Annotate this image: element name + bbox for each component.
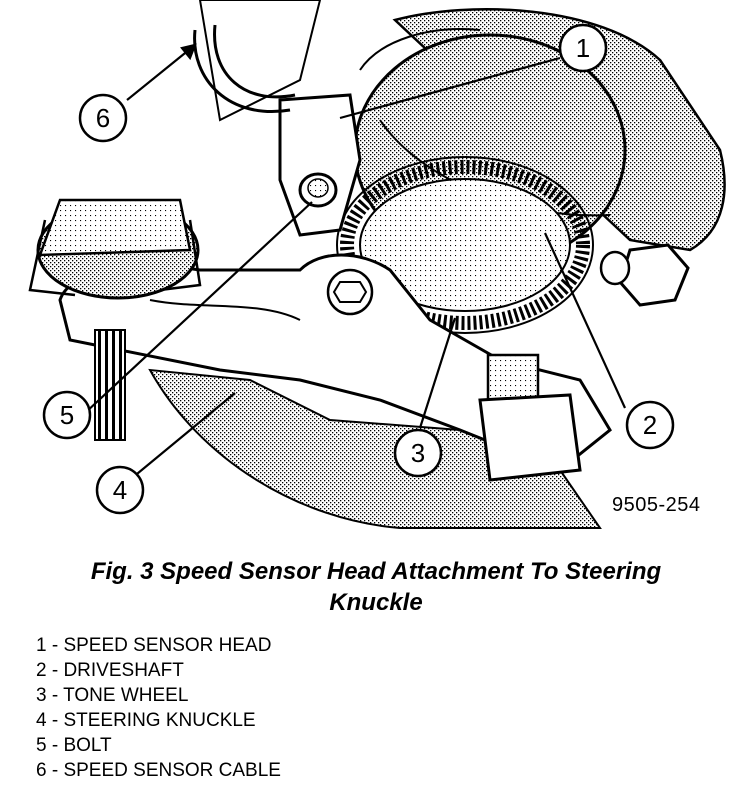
callout-6: 6 — [78, 93, 128, 143]
speed-sensor-head-drawing — [278, 93, 362, 237]
callout-4: 4 — [95, 465, 145, 515]
legend-item: 1 - SPEED SENSOR HEAD — [36, 635, 272, 656]
legend-item: 5 - BOLT — [36, 735, 112, 756]
legend-item: 6 - SPEED SENSOR CABLE — [36, 760, 281, 781]
tone-wheel-drawing — [336, 156, 594, 334]
caption-line-2: Knuckle — [329, 589, 423, 616]
callout-1-label: 1 — [576, 33, 590, 63]
speed-sensor-illustration: 1 2 3 4 5 6 — [28, 0, 726, 529]
callout-1: 1 — [558, 23, 608, 73]
lower-fitting-drawing — [478, 353, 582, 482]
right-nut-drawing — [599, 243, 690, 307]
caption-line-1: Fig. 3 Speed Sensor Head Attachment To S… — [90, 558, 662, 585]
callout-3-label: 3 — [411, 438, 425, 468]
ball-joint-drawing — [28, 198, 202, 441]
callout-2-label: 2 — [643, 410, 657, 440]
callout-5: 5 — [42, 390, 92, 440]
callout-6-label: 6 — [96, 103, 110, 133]
leader-lines — [84, 43, 627, 489]
background-shading — [148, 0, 602, 529]
legend-item: 3 - TONE WHEEL — [36, 685, 189, 706]
legend-item: 2 - DRIVESHAFT — [36, 660, 184, 681]
callout-3: 3 — [393, 428, 443, 478]
legend-list: 1 - SPEED SENSOR HEAD 2 - DRIVESHAFT 3 -… — [36, 633, 281, 783]
callout-2: 2 — [625, 400, 675, 450]
callout-4-label: 4 — [113, 475, 127, 505]
figure-caption: Fig. 3 Speed Sensor Head Attachment To S… — [20, 556, 732, 618]
legend-item: 4 - STEERING KNUCKLE — [36, 710, 256, 731]
drawing-id: 9505-254 — [612, 494, 701, 516]
callout-5-label: 5 — [60, 400, 74, 430]
